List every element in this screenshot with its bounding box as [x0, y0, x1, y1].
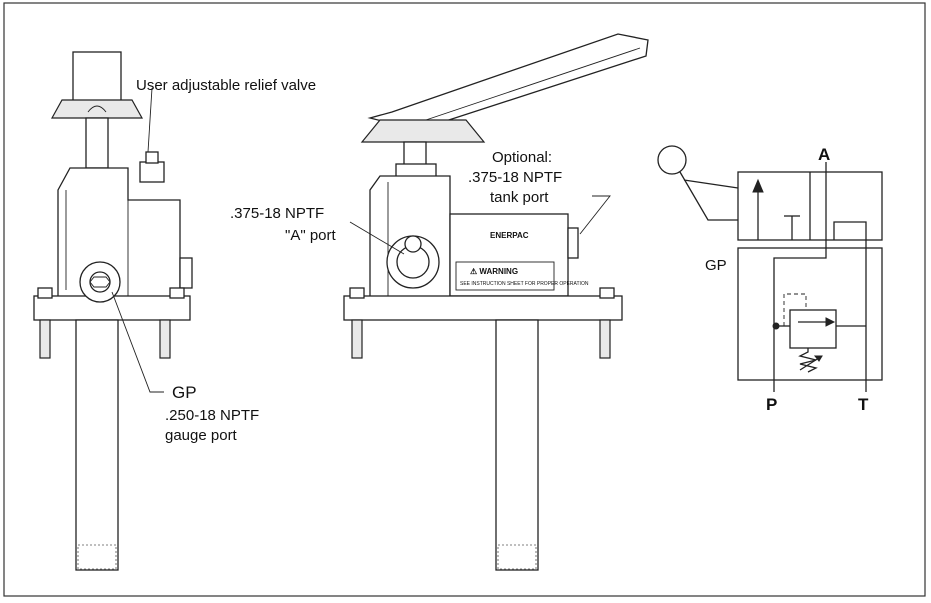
port-a-label: A	[818, 145, 830, 164]
a-port-desc-label: "A" port	[285, 227, 337, 244]
pump-side-view	[33, 51, 193, 571]
manual-actuator-circle	[657, 145, 687, 175]
front-reservoir-tube	[495, 319, 539, 571]
reservoir-tube	[75, 319, 119, 571]
brand-plate: ENERPAC	[490, 231, 529, 240]
warning-text: ⚠ WARNING	[470, 267, 518, 276]
pump-handle	[367, 33, 649, 131]
tank-thread-label: .375-18 NPTF	[468, 169, 562, 186]
pump-front-view: ENERPAC ⚠ WARNING SEE INSTRUCTION SHEET …	[343, 33, 649, 571]
front-foot-left	[351, 319, 363, 359]
relief-valve-symbol	[789, 309, 837, 349]
gp-leader	[111, 291, 164, 393]
tank-optional-label: Optional:	[492, 149, 552, 166]
port-t-label: T	[858, 395, 869, 414]
relief-block	[737, 247, 883, 381]
pump-base	[33, 295, 191, 321]
front-foot-right	[599, 319, 611, 359]
tank-desc-label: tank port	[490, 189, 549, 206]
a-port-thread-label: .375-18 NPTF	[230, 205, 324, 222]
gp-label: GP	[172, 383, 197, 402]
foot-right	[159, 319, 171, 359]
port-gp-label: GP	[705, 257, 727, 274]
handle-cap	[360, 119, 486, 143]
warning-fine-print: SEE INSTRUCTION SHEET FOR PROPER OPERATI…	[460, 281, 589, 287]
relief-valve-hex	[139, 161, 165, 183]
tank-leader	[579, 195, 611, 235]
hydraulic-schematic: A GP P T	[657, 145, 883, 414]
front-base	[343, 295, 623, 321]
gp-thread-label: .250-18 NPTF	[165, 407, 259, 424]
pedal-stem	[85, 117, 109, 169]
port-p-label: P	[766, 395, 777, 414]
foot-left	[39, 319, 51, 359]
diagram-border	[3, 2, 926, 597]
warning-plate	[455, 261, 555, 291]
gp-desc-label: gauge port	[165, 427, 238, 444]
relief-valve-leader	[147, 87, 153, 153]
a-port-leader	[349, 221, 405, 255]
relief-valve-label: User adjustable relief valve	[136, 77, 316, 94]
pedal-cap	[50, 99, 144, 119]
